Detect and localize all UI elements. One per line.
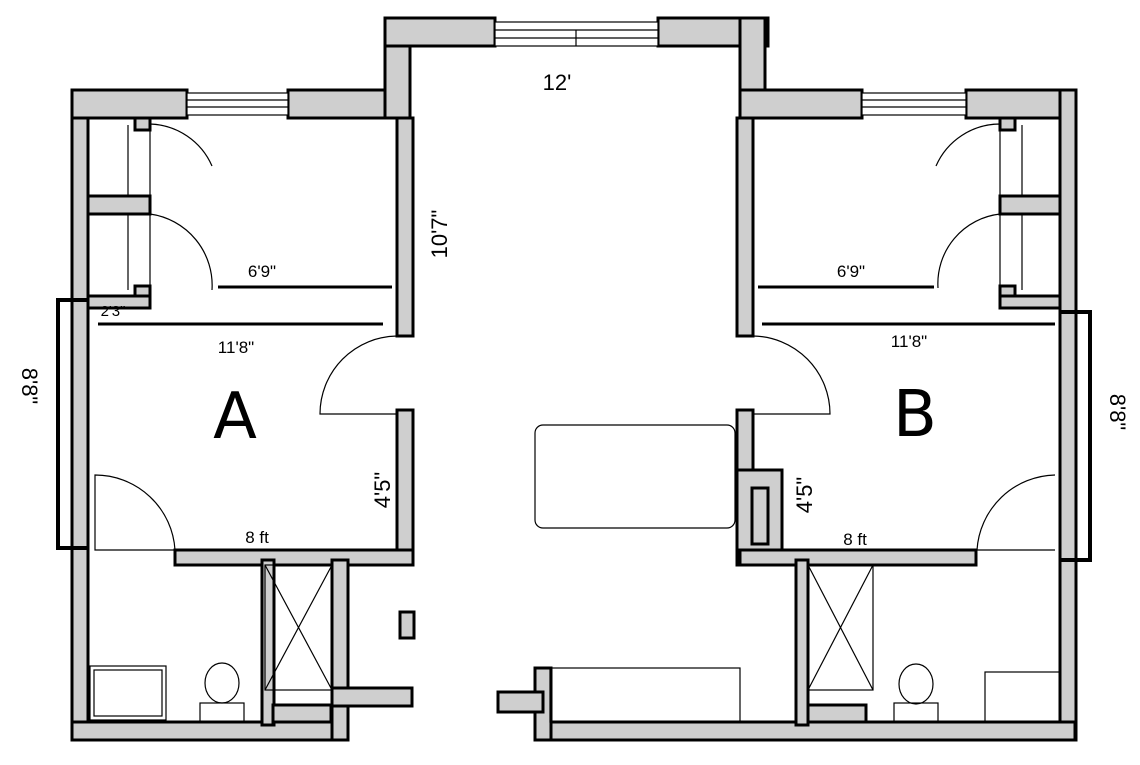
room-a-label: A bbox=[213, 380, 257, 454]
room-b-side-window bbox=[1060, 310, 1092, 562]
room-b-walls bbox=[496, 16, 1078, 742]
room-a-closet-small-label: 2'3" bbox=[101, 303, 126, 320]
room-b-window bbox=[861, 92, 967, 116]
corridor-width-label: 12' bbox=[543, 70, 572, 95]
room-b-closet-width-label: 6'9" bbox=[837, 262, 865, 281]
room-a-door-wall-label: 4'5" bbox=[370, 472, 395, 508]
corridor-counter bbox=[549, 667, 741, 723]
room-b-side-label: 8'8" bbox=[1105, 394, 1130, 430]
room-a-side-window bbox=[56, 298, 88, 550]
room-b-label: B bbox=[893, 378, 937, 452]
room-a-width-label: 11'8" bbox=[218, 338, 254, 357]
room-b-width-label: 11'8" bbox=[891, 332, 927, 351]
room-a-walls bbox=[70, 16, 497, 742]
room-a-fixtures bbox=[89, 123, 398, 724]
corridor-window bbox=[494, 21, 659, 47]
room-b-door-wall-label: 4'5" bbox=[792, 477, 817, 513]
room-b-bottom-wall-label: 8 ft bbox=[843, 530, 867, 549]
corridor-depth-label: 10'7" bbox=[427, 210, 452, 259]
room-a-side-label: 8'8" bbox=[17, 368, 42, 404]
room-a-closet-width-label: 6'9" bbox=[248, 262, 276, 281]
room-a-window bbox=[186, 92, 289, 116]
corridor-desk bbox=[534, 424, 736, 529]
room-a-bottom-wall-label: 8 ft bbox=[245, 528, 269, 547]
room-b-fixtures bbox=[750, 123, 1061, 724]
